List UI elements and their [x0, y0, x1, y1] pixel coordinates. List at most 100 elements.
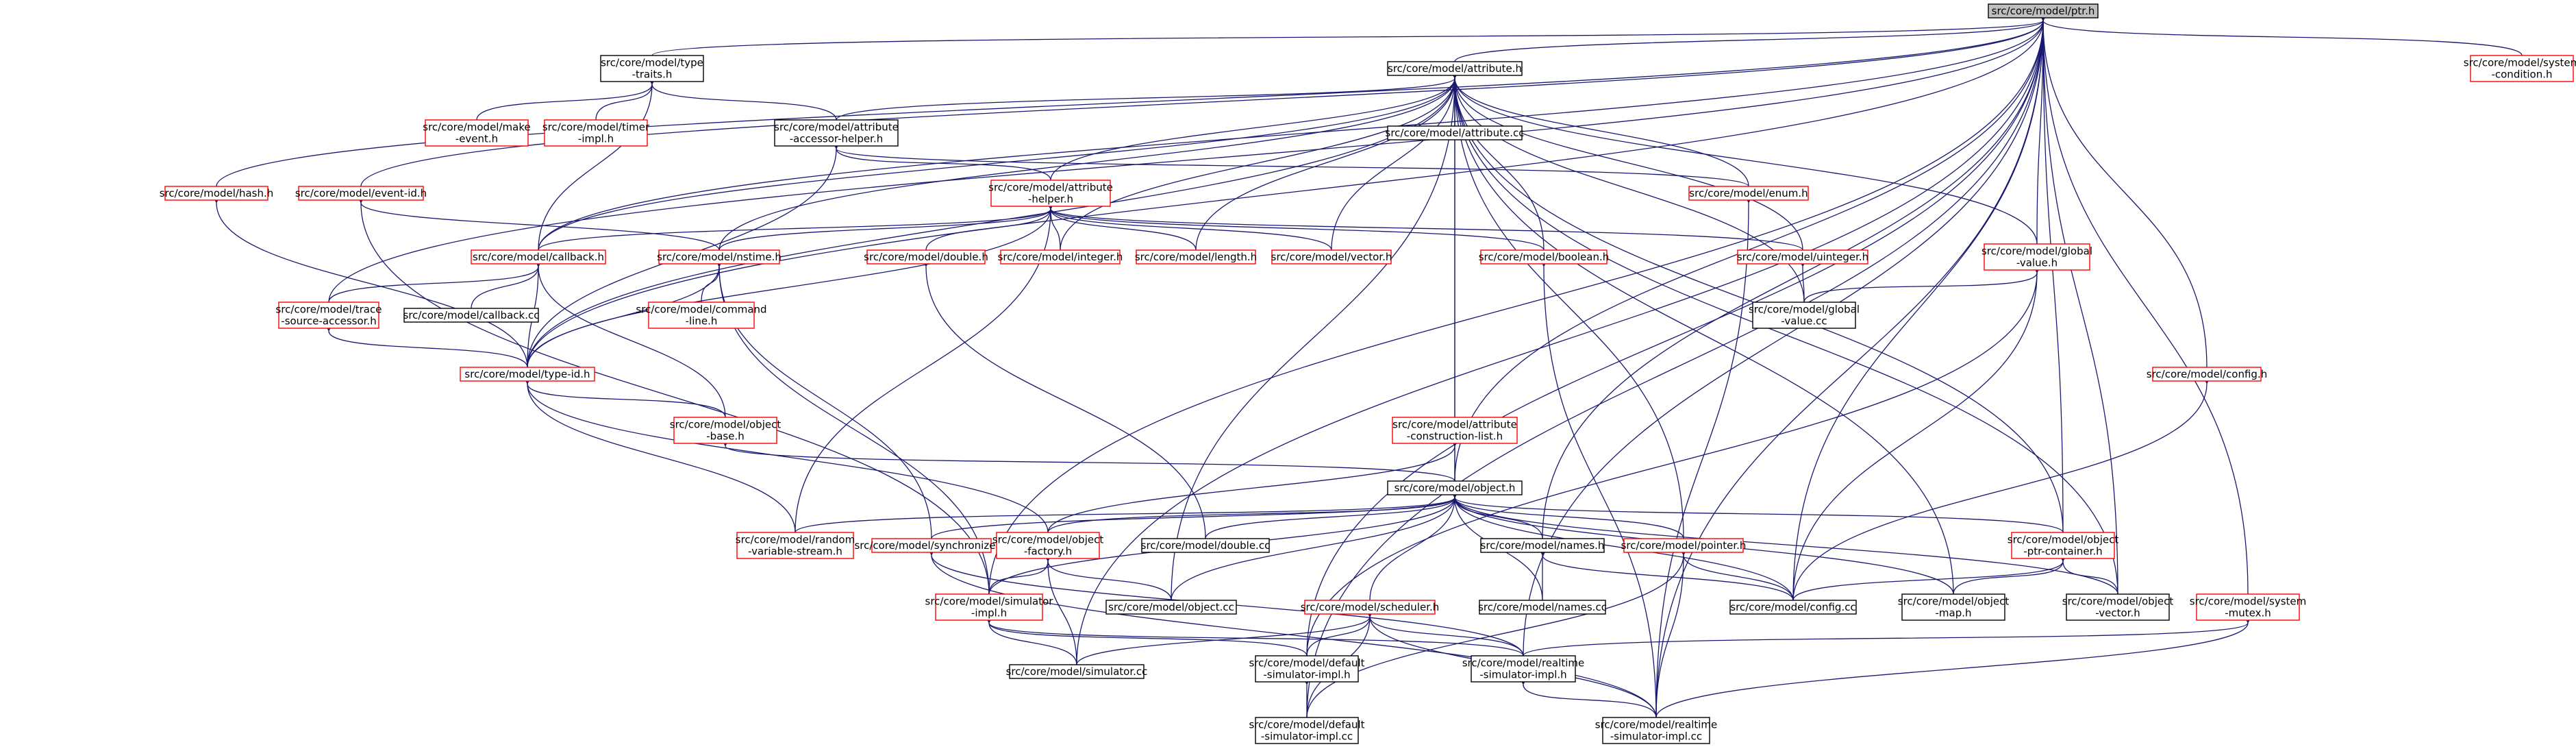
edge-attribute-to-accessorhelper: [836, 72, 1458, 121]
node-makeevent[interactable]: src/core/model/make-event.h: [423, 119, 531, 147]
edge-scheduler-to-defaultimplh: [1306, 611, 1373, 656]
node-eventid[interactable]: src/core/model/event-id.h: [295, 186, 427, 201]
node-ptrcontainer-label-1: -ptr-container.h: [2023, 545, 2102, 558]
node-doublecc[interactable]: src/core/model/double.cc: [1141, 538, 1271, 553]
node-synchronizer[interactable]: src/core/model/synchronizer.h: [854, 538, 1009, 553]
edge-typeid-to-objectfactory: [524, 378, 1049, 533]
node-vector[interactable]: src/core/model/vector.h: [1271, 249, 1392, 265]
node-constructionlist[interactable]: src/core/model/attribute-construction-li…: [1392, 417, 1518, 444]
node-objectbase-label-0: src/core/model/object: [670, 419, 781, 431]
edge-ptr-to-objectvector: [2040, 14, 2118, 595]
node-enum[interactable]: src/core/model/enum.h: [1688, 186, 1809, 201]
node-object[interactable]: src/core/model/object.h: [1387, 480, 1523, 495]
node-nstime[interactable]: src/core/model/nstime.h: [657, 249, 781, 265]
node-scheduler[interactable]: src/core/model/scheduler.h: [1301, 600, 1440, 615]
node-ptr[interactable]: src/core/model/ptr.h: [1988, 3, 2099, 19]
edge-object-to-objectcc: [1171, 491, 1458, 601]
node-typetraits[interactable]: src/core/model/type-traits.h: [600, 55, 704, 82]
node-callback-box: [471, 249, 606, 265]
node-syscond[interactable]: src/core/model/system-condition.h: [2464, 55, 2576, 82]
node-callback-label-0: src/core/model/callback.h: [473, 251, 604, 263]
edge-hash-to-typeid: [213, 197, 528, 368]
node-pointer[interactable]: src/core/model/pointer.h: [1621, 538, 1747, 553]
node-ptr-label-0: src/core/model/ptr.h: [1992, 5, 2095, 17]
edge-object-to-random: [795, 491, 1458, 533]
node-objectbase-box: [673, 417, 777, 444]
node-globalvaluecc[interactable]: src/core/model/global-value.cc: [1749, 302, 1860, 329]
node-syscond-label-0: src/core/model/system: [2464, 57, 2576, 69]
edge-names-to-configcc: [1539, 549, 1794, 601]
node-integer[interactable]: src/core/model/integer.h: [998, 249, 1123, 265]
node-realtimeimplcc[interactable]: src/core/model/realtime-simulator-impl.c…: [1595, 717, 1718, 744]
node-attribute-box: [1387, 61, 1523, 76]
node-objectmap[interactable]: src/core/model/object-map.h: [1898, 593, 2010, 621]
node-accessorhelper[interactable]: src/core/model/attribute-accessor-helper…: [774, 119, 899, 147]
edge-eventid-to-nstime: [358, 197, 720, 251]
node-attrhelper[interactable]: src/core/model/attribute-helper.h: [988, 180, 1113, 207]
node-sysmutex[interactable]: src/core/model/system-mutex.h: [2190, 593, 2307, 621]
node-hash[interactable]: src/core/model/hash.h: [160, 186, 274, 201]
node-objectbase[interactable]: src/core/model/object-base.h: [670, 417, 781, 444]
edge-attrhelper-to-random: [795, 203, 1054, 533]
node-simulatorcc[interactable]: src/core/model/simulator.cc: [1006, 664, 1148, 679]
edge-objectfactory-to-simulatorcc: [1045, 555, 1077, 665]
node-typetraits-label-0: src/core/model/type: [601, 57, 703, 69]
node-enum-label-0: src/core/model/enum.h: [1689, 187, 1808, 199]
node-objectvector-box: [2066, 593, 2170, 621]
node-random[interactable]: src/core/model/random-variable-stream.h: [736, 532, 855, 559]
node-names[interactable]: src/core/model/names.h: [1480, 538, 1605, 553]
edge-typetraits-to-accessorhelper: [649, 78, 837, 121]
edge-attribute-to-objectcc: [1171, 72, 1458, 601]
node-globalvalue[interactable]: src/core/model/global-value.h: [1981, 243, 2092, 271]
node-timerimpl[interactable]: src/core/model/timer-impl.h: [542, 119, 650, 147]
node-callbackcc[interactable]: src/core/model/callback.cc: [403, 308, 540, 323]
node-realtimeimplcc-label-1: -simulator-impl.cc: [1610, 730, 1702, 743]
node-globalvaluecc-box: [1752, 302, 1856, 329]
node-configcc[interactable]: src/core/model/config.cc: [1729, 600, 1857, 615]
edge-ptr-to-trace: [328, 14, 2047, 303]
node-callback[interactable]: src/core/model/callback.h: [471, 249, 606, 265]
node-realtimeimplh[interactable]: src/core/model/realtime-simulator-impl.h: [1462, 655, 1585, 683]
edge-attribute-to-length: [1195, 72, 1458, 251]
node-namescc[interactable]: src/core/model/names.cc: [1478, 600, 1607, 615]
node-defaultimplcc-label-0: src/core/model/default: [1249, 719, 1364, 731]
node-globalvalue-label-1: -value.h: [2016, 257, 2058, 269]
node-simimpl-label-0: src/core/model/simulator: [925, 595, 1054, 608]
node-defaultimplh[interactable]: src/core/model/default-simulator-impl.h: [1249, 655, 1365, 683]
node-simimpl[interactable]: src/core/model/simulator-impl.h: [925, 593, 1054, 621]
node-config[interactable]: src/core/model/config.h: [2147, 367, 2267, 382]
node-objectfactory[interactable]: src/core/model/object-factory.h: [992, 532, 1104, 559]
node-boolean[interactable]: src/core/model/boolean.h: [1479, 249, 1610, 265]
node-config-box: [2152, 367, 2262, 382]
node-attribute[interactable]: src/core/model/attribute.h: [1387, 61, 1523, 76]
edge-simimpl-to-realtimeimplh: [986, 617, 1524, 656]
edge-attrhelper-to-boolean: [1047, 203, 1545, 251]
edge-ptr-to-sysmutex: [2040, 14, 2249, 595]
edge-object-to-doublecc: [1205, 491, 1458, 539]
node-ptrcontainer[interactable]: src/core/model/object-ptr-container.h: [2008, 532, 2119, 559]
node-typeid[interactable]: src/core/model/type-id.h: [460, 367, 595, 382]
edge-ptr-to-hash: [216, 14, 2047, 187]
node-objectmap-label-0: src/core/model/object: [1898, 595, 2010, 608]
node-defaultimplcc[interactable]: src/core/model/default-simulator-impl.cc: [1249, 717, 1365, 744]
node-makeevent-label-0: src/core/model/make: [423, 121, 530, 134]
node-synchronizer-box: [871, 538, 992, 553]
node-defaultimplh-label-1: -simulator-impl.h: [1263, 669, 1350, 681]
node-realtimeimplcc-label-0: src/core/model/realtime: [1595, 719, 1718, 731]
node-commandline[interactable]: src/core/model/command-line.h: [636, 302, 767, 329]
node-double-label-0: src/core/model/double.h: [864, 251, 988, 263]
node-trace[interactable]: src/core/model/trace-source-accessor.h: [276, 302, 382, 329]
edge-object-to-synchronizer: [931, 491, 1458, 539]
node-uinteger[interactable]: src/core/model/uinteger.h: [1737, 249, 1868, 265]
node-double[interactable]: src/core/model/double.h: [864, 249, 988, 265]
node-objectvector[interactable]: src/core/model/object-vector.h: [2062, 593, 2174, 621]
node-attrhelper-label-1: -helper.h: [1028, 193, 1073, 206]
node-objectcc[interactable]: src/core/model/object.cc: [1105, 600, 1237, 615]
node-attributecc[interactable]: src/core/model/attribute.cc: [1386, 125, 1525, 140]
node-realtimeimplh-label-0: src/core/model/realtime: [1462, 657, 1585, 670]
node-object-label-0: src/core/model/object.h: [1395, 482, 1516, 494]
node-syscond-box: [2470, 55, 2574, 82]
edge-accessorhelper-to-attrhelper: [833, 143, 1051, 181]
node-length[interactable]: src/core/model/length.h: [1135, 249, 1257, 265]
node-realtimeimplcc-box: [1602, 717, 1710, 744]
